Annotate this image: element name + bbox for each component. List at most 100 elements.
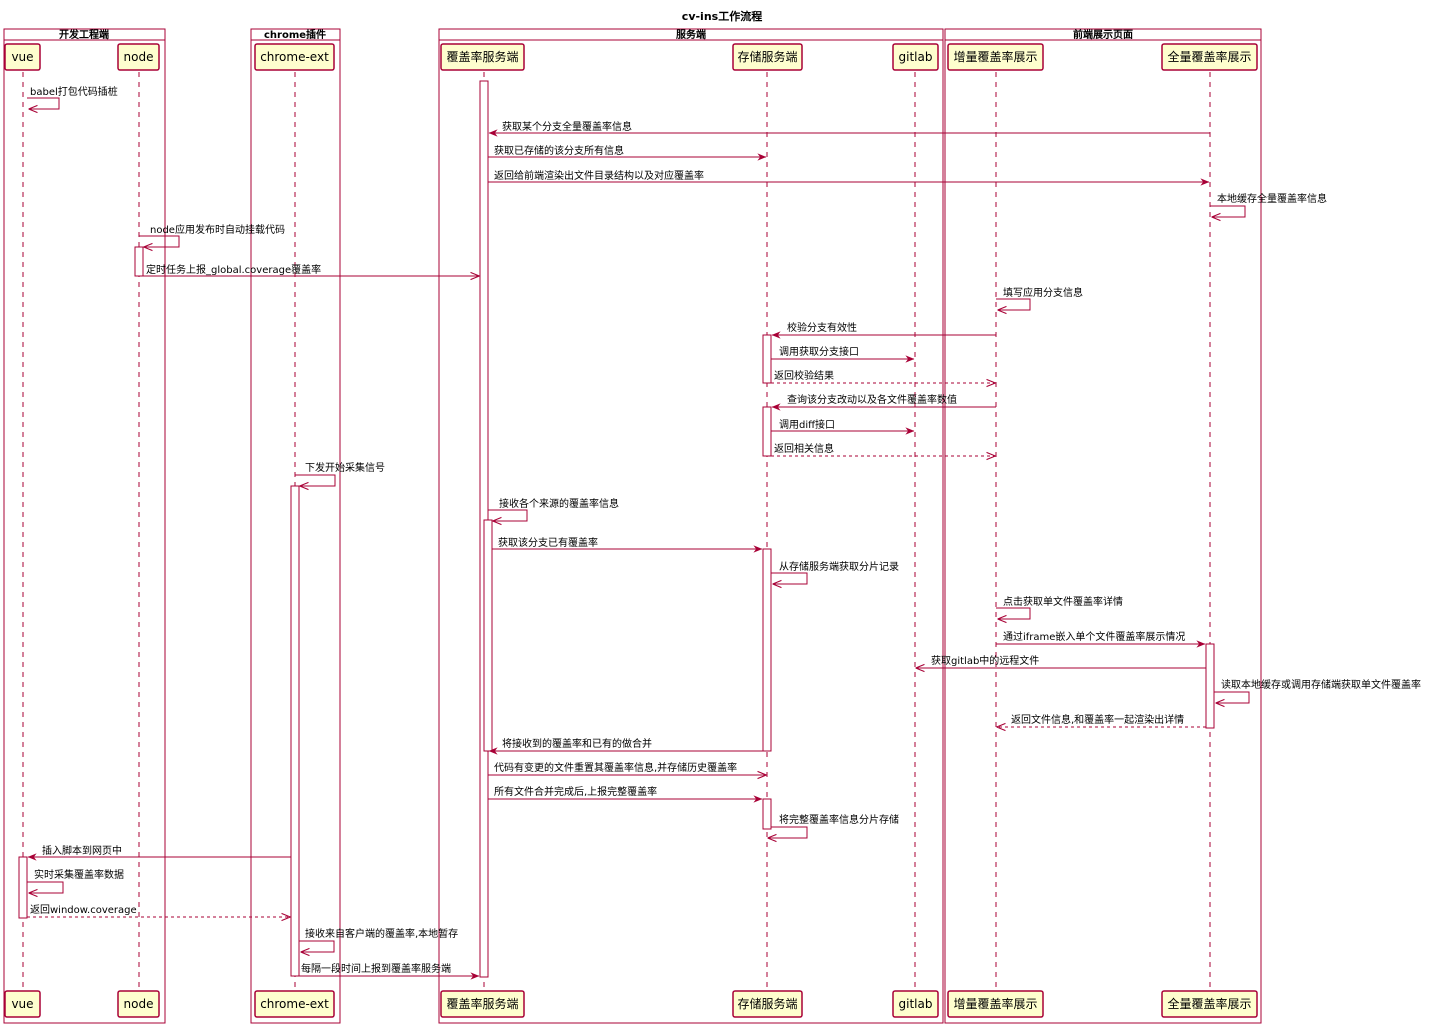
participant-box-vue — [4, 43, 41, 71]
message-arrow-15 — [295, 474, 336, 486]
message-label-5: 本地缓存全量覆盖率信息 — [1217, 192, 1327, 205]
participant-label-gitlab: gitlab — [899, 50, 933, 64]
activation-vue — [18, 856, 28, 919]
message-arrow-22 — [1214, 691, 1250, 703]
message-label-20: 通过iframe嵌入单个文件覆盖率展示情况 — [1003, 630, 1185, 643]
participant-label-node: node — [124, 50, 154, 64]
group-boxes: 开发工程端 chrome插件 服务端 前端展示页面 — [3, 28, 1262, 1024]
message-label-23: 返回文件信息,和覆盖率一起渲染出详情 — [1011, 713, 1184, 726]
activation-storage-2 — [762, 406, 772, 457]
group-label-server: 服务端 — [676, 28, 706, 41]
participant-label-vue-bottom: vue — [11, 997, 33, 1011]
group-box-server — [438, 28, 944, 1024]
participant-label-node-bottom: node — [124, 997, 154, 1011]
message-label-24: 将接收到的覆盖率和已有的做合并 — [502, 737, 652, 750]
activation-coverage-merge — [483, 519, 493, 752]
participant-box-node — [117, 43, 160, 71]
group-label-frontend: 前端展示页面 — [1073, 28, 1133, 41]
message-arrow-27 — [768, 826, 808, 838]
message-label-30: 返回window.coverage — [30, 904, 137, 916]
activation-node — [134, 246, 144, 277]
activation-storage-1 — [762, 334, 772, 384]
participant-label-vue: vue — [11, 50, 33, 64]
participant-box-storage-service — [732, 43, 803, 71]
participant-box-full-view — [1161, 43, 1258, 71]
participant-label-gitlab-bottom: gitlab — [899, 997, 933, 1011]
message-label-22: 读取本地缓存或调用存储端获取单文件覆盖率 — [1221, 678, 1421, 691]
participant-label-full-view-bottom: 全量覆盖率展示 — [1167, 996, 1251, 1011]
participant-box-gitlab — [892, 43, 939, 71]
message-label-6: node应用发布时自动挂载代码 — [150, 223, 285, 236]
participant-label-chrome-ext-bottom: chrome-ext — [260, 997, 329, 1011]
message-label-12: 查询该分支改动以及各文件覆盖率数值 — [787, 393, 957, 406]
participant-label-incremental-view: 增量覆盖率展示 — [953, 49, 1037, 64]
message-label-17: 获取该分支已有覆盖率 — [498, 536, 598, 549]
participant-box-full-view-bottom — [1161, 990, 1258, 1018]
diagram-title: cv-ins工作流程 — [682, 9, 762, 23]
message-arrow-16 — [488, 509, 528, 521]
message-label-10: 调用获取分支接口 — [779, 345, 859, 358]
participant-label-full-view: 全量覆盖率展示 — [1167, 49, 1251, 64]
activation-storage-4 — [762, 798, 772, 830]
participant-box-chrome-ext-bottom — [254, 990, 335, 1018]
message-arrow-29 — [27, 881, 64, 893]
group-box-dev — [3, 28, 166, 1024]
message-label-15: 下发开始采集信号 — [305, 461, 385, 474]
message-label-4: 返回给前端渲染出文件目录结构以及对应覆盖率 — [494, 169, 704, 182]
message-label-2: 获取某个分支全量覆盖率信息 — [502, 120, 632, 133]
participant-box-node-bottom — [117, 990, 160, 1018]
message-label-27: 将完整覆盖率信息分片存储 — [779, 813, 899, 826]
message-label-26: 所有文件合并完成后,上报完整覆盖率 — [494, 785, 657, 798]
lifelines — [22, 72, 1211, 990]
message-arrow-1 — [27, 97, 60, 109]
messages: babel打包代码插桩 获取某个分支全量覆盖率信息 获取已存储的该分支所有信息 … — [27, 85, 1421, 980]
message-arrow-6 — [139, 235, 180, 247]
participant-box-incremental-view — [947, 43, 1044, 71]
message-label-9: 校验分支有效性 — [787, 321, 857, 334]
participant-box-gitlab-bottom — [892, 990, 939, 1018]
message-label-29: 实时采集覆盖率数据 — [34, 868, 124, 881]
message-label-31: 接收来自客户端的覆盖率,本地暂存 — [305, 927, 458, 940]
message-label-7: 定时任务上报_global.coverage覆盖率 — [146, 263, 321, 276]
group-box-frontend — [944, 28, 1262, 1024]
participant-boxes-bottom: vue node chrome-ext 覆盖率服务端 存储服务端 gitlab … — [4, 990, 1258, 1018]
participant-label-coverage-service-bottom: 覆盖率服务端 — [446, 996, 518, 1011]
participant-box-coverage-service-bottom — [440, 990, 525, 1018]
message-arrow-31 — [299, 940, 335, 952]
message-label-14: 返回相关信息 — [774, 442, 834, 455]
message-label-21: 获取gitlab中的远程文件 — [931, 654, 1039, 667]
activation-chrome-ext — [290, 485, 300, 977]
participant-box-vue-bottom — [4, 990, 41, 1018]
group-box-chrome — [250, 28, 341, 1024]
participant-label-storage-service: 存储服务端 — [737, 49, 797, 64]
participant-label-storage-service-bottom: 存储服务端 — [737, 996, 797, 1011]
participant-box-incremental-view-bottom — [947, 990, 1044, 1018]
participant-box-storage-service-bottom — [732, 990, 803, 1018]
message-label-19: 点击获取单文件覆盖率详情 — [1003, 595, 1123, 608]
message-arrow-8 — [996, 298, 1031, 310]
activation-bars — [18, 80, 1215, 978]
message-label-16: 接收各个来源的覆盖率信息 — [499, 497, 619, 510]
group-label-dev: 开发工程端 — [59, 28, 109, 41]
message-label-18: 从存储服务端获取分片记录 — [779, 560, 899, 573]
participant-label-incremental-view-bottom: 增量覆盖率展示 — [953, 996, 1037, 1011]
message-label-11: 返回校验结果 — [774, 369, 834, 382]
message-arrow-5 — [1210, 205, 1246, 217]
participant-boxes-top: vue node chrome-ext 覆盖率服务端 存储服务端 gitlab … — [4, 43, 1258, 71]
message-label-25: 代码有变更的文件重置其覆盖率信息,并存储历史覆盖率 — [494, 761, 737, 774]
message-arrow-18 — [771, 572, 808, 584]
message-label-32: 每隔一段时间上报到覆盖率服务端 — [301, 962, 451, 975]
message-label-3: 获取已存储的该分支所有信息 — [494, 144, 624, 157]
message-label-1: babel打包代码插桩 — [30, 85, 118, 98]
group-label-chrome: chrome插件 — [264, 28, 326, 41]
activation-full-view — [1205, 643, 1215, 729]
message-label-28: 插入脚本到网页中 — [42, 844, 122, 857]
participant-box-chrome-ext — [254, 43, 335, 71]
participant-box-coverage-service — [440, 43, 525, 71]
message-label-8: 填写应用分支信息 — [1003, 286, 1083, 299]
activation-storage-3 — [762, 548, 772, 752]
participant-label-chrome-ext: chrome-ext — [260, 50, 329, 64]
message-arrow-19 — [996, 607, 1031, 619]
participant-label-coverage-service: 覆盖率服务端 — [446, 49, 518, 64]
